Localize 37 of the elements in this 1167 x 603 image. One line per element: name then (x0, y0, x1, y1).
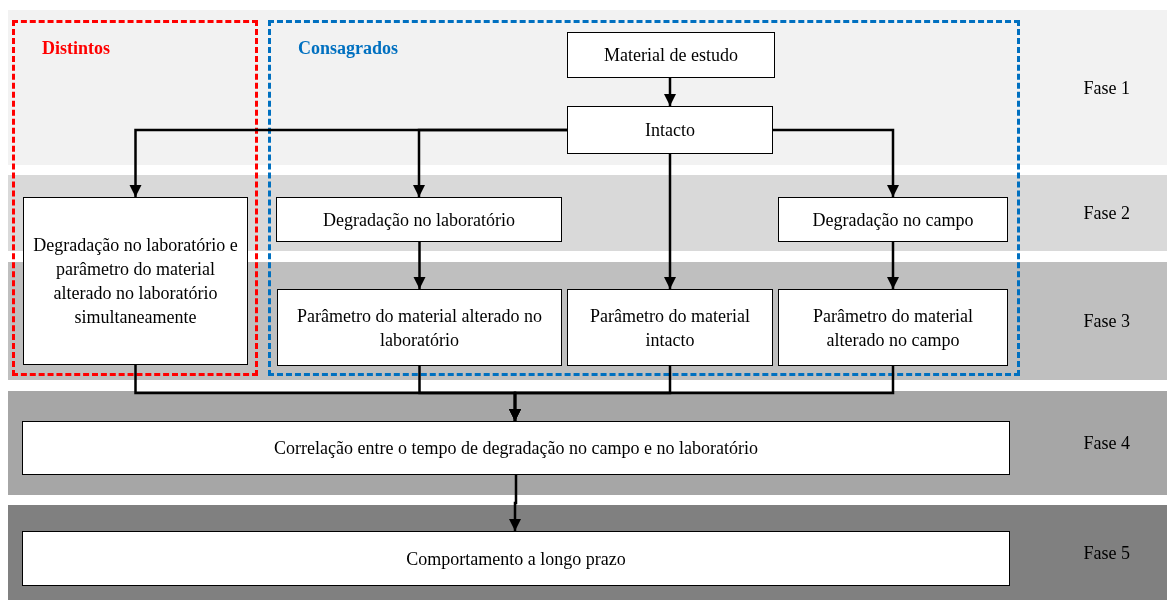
dashed-group (12, 20, 258, 376)
node-label: Parâmetro do material alterado no laboratório (296, 304, 543, 352)
phase-label: Fase 5 (1083, 542, 1130, 563)
node-label: Correlação entre o tempo de degradação no campo e no laboratório (274, 437, 758, 460)
arrow (508, 366, 895, 421)
node-label: Comportamento a longo prazo (406, 547, 626, 571)
arrow (886, 242, 900, 289)
node-label: Parâmetro do material alterado no campo (812, 304, 974, 352)
node-label: Degradação no laboratório (323, 208, 515, 232)
process-box (567, 106, 773, 154)
process-box (567, 289, 773, 366)
node-label: Intacto (645, 119, 695, 142)
group-heading: Consagrados (298, 38, 399, 59)
phase-label: Fase 4 (1083, 432, 1130, 454)
arrow (412, 128, 567, 197)
process-box (778, 289, 1008, 366)
arrow (663, 154, 677, 289)
dashed-group (268, 20, 1020, 376)
node-label: Degradação no campo (812, 208, 974, 232)
arrow (508, 475, 522, 531)
node-label: Material de estudo (604, 44, 738, 67)
arrow (413, 242, 426, 289)
node-label: Parâmetro do material intacto (589, 304, 751, 352)
process-box (22, 531, 1010, 586)
process-box (277, 289, 562, 366)
phase-label: Fase 2 (1083, 202, 1130, 224)
arrow (773, 128, 900, 197)
process-box (22, 421, 1010, 475)
process-box (567, 32, 775, 78)
group-heading: Distintos (42, 38, 110, 59)
process-box (276, 197, 562, 242)
process-box (778, 197, 1008, 242)
arrow (663, 78, 677, 106)
phase-label: Fase 1 (1083, 77, 1130, 98)
process-box (23, 197, 248, 365)
phase-label: Fase 3 (1083, 310, 1130, 332)
node-label: Degradação no laboratório e parâmetro do material alterado no laboratório simultaneamente (32, 234, 239, 329)
